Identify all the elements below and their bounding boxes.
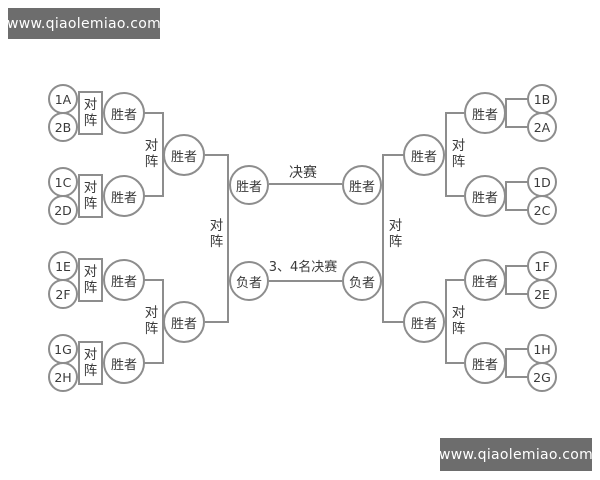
sf-loser-left: 负者 (229, 261, 269, 301)
team-circle-1e: 1E (48, 251, 78, 281)
winner-circle-left-r1-1: 胜者 (103, 92, 145, 134)
team-circle-1b: 1B (527, 84, 557, 114)
winner-circle-left-r2-2: 胜者 (163, 301, 205, 343)
matchup-label-right-r2-top: 对阵 (451, 138, 466, 170)
team-circle-1g: 1G (48, 334, 78, 364)
team-circle-1a: 1A (48, 84, 78, 114)
watermark-top-left: www.qiaolemiao.com (7, 8, 161, 39)
matchup-box-left-1: 对阵 (78, 91, 103, 135)
team-circle-2e: 2E (527, 279, 557, 309)
bracket-right-round1-2 (505, 181, 528, 211)
matchup-label-right-r2-bottom: 对阵 (451, 305, 466, 337)
team-circle-2f: 2F (48, 279, 78, 309)
matchup-label: 对阵 (83, 180, 98, 212)
matchup-box-left-3: 对阵 (78, 258, 103, 302)
winner-circle-left-r2-1: 胜者 (163, 134, 205, 176)
bracket-right-semifinal (382, 154, 404, 323)
matchup-box-left-2: 对阵 (78, 174, 103, 218)
winner-circle-right-r1-3: 胜者 (464, 259, 506, 301)
team-circle-2g: 2G (527, 362, 557, 392)
bracket-right-round2-top (445, 112, 464, 197)
final-line (269, 183, 342, 185)
matchup-label: 对阵 (83, 97, 98, 129)
third-place-line (269, 280, 342, 282)
sf-winner-right: 胜者 (342, 165, 382, 205)
winner-circle-left-r1-2: 胜者 (103, 175, 145, 217)
team-circle-2c: 2C (527, 195, 557, 225)
matchup-label-left-r2-bottom: 对阵 (144, 305, 159, 337)
winner-circle-left-r1-4: 胜者 (103, 342, 145, 384)
winner-circle-right-r1-1: 胜者 (464, 92, 506, 134)
winner-circle-right-r2-1: 胜者 (403, 134, 445, 176)
matchup-label-right-semifinal: 对阵 (388, 218, 403, 250)
matchup-label-left-r2-top: 对阵 (144, 138, 159, 170)
third-place-label: 3、4名决赛 (268, 260, 338, 275)
bracket-right-round2-bottom (445, 279, 464, 364)
team-circle-2h: 2H (48, 362, 78, 392)
matchup-label: 对阵 (83, 264, 98, 296)
team-circle-2d: 2D (48, 195, 78, 225)
matchup-label-left-semifinal: 对阵 (209, 218, 224, 250)
team-circle-2b: 2B (48, 112, 78, 142)
watermark-bottom-right: www.qiaolemiao.com (439, 438, 593, 471)
team-circle-2a: 2A (527, 112, 557, 142)
bracket-right-round1-4 (505, 348, 528, 378)
winner-circle-left-r1-3: 胜者 (103, 259, 145, 301)
winner-circle-right-r1-2: 胜者 (464, 175, 506, 217)
matchup-box-left-4: 对阵 (78, 341, 103, 385)
final-label: 决赛 (289, 165, 317, 181)
bracket-left-semifinal (205, 154, 229, 323)
bracket-right-round1-1 (505, 98, 528, 128)
team-circle-1c: 1C (48, 167, 78, 197)
winner-circle-right-r2-2: 胜者 (403, 301, 445, 343)
matchup-label: 对阵 (83, 347, 98, 379)
team-circle-1d: 1D (527, 167, 557, 197)
bracket-right-round1-3 (505, 265, 528, 295)
team-circle-1f: 1F (527, 251, 557, 281)
sf-loser-right: 负者 (342, 261, 382, 301)
winner-circle-right-r1-4: 胜者 (464, 342, 506, 384)
sf-winner-left: 胜者 (229, 165, 269, 205)
team-circle-1h: 1H (527, 334, 557, 364)
